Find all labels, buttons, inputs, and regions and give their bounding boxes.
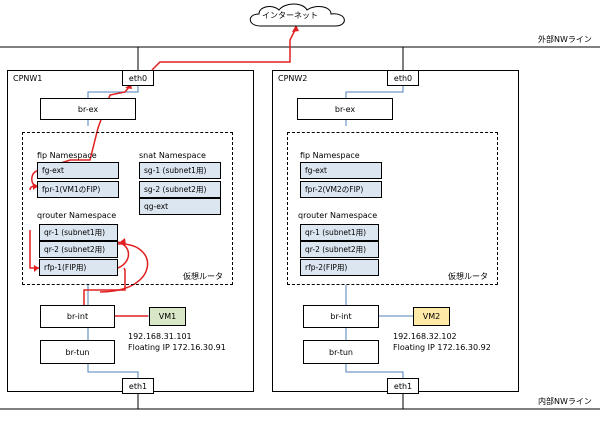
qrouter-iface[interactable]: qr-2 (subnet2用): [300, 241, 379, 258]
qrouter-iface[interactable]: qr-1 (subnet1用): [300, 224, 379, 241]
br-ex-bridge[interactable]: br-ex: [40, 98, 136, 120]
vm1-floating-ip: Floating IP 172.16.30.91: [128, 343, 226, 352]
virtual-router-label: 仮想ルータ: [183, 272, 223, 281]
fip-iface[interactable]: fg-ext: [300, 162, 382, 179]
br-int-bridge[interactable]: br-int: [303, 305, 379, 328]
br-tun-bridge[interactable]: br-tun: [303, 340, 379, 364]
eth0-port[interactable]: eth0: [387, 70, 419, 86]
br-tun-bridge[interactable]: br-tun: [40, 340, 115, 364]
qrouter-iface[interactable]: qr-2 (subnet2用): [39, 241, 118, 258]
vm1-box[interactable]: VM1: [149, 307, 186, 326]
eth1-port[interactable]: eth1: [122, 378, 154, 394]
snat-namespace-title: snat Namespace: [139, 151, 206, 160]
internet-label: インターネット: [262, 11, 318, 20]
internet-cloud-icon: [249, 3, 345, 27]
snat-iface[interactable]: qg-ext: [139, 198, 221, 215]
host-name: CPNW2: [278, 74, 308, 83]
snat-iface[interactable]: sg-1 (subnet1用): [139, 162, 221, 179]
vm2-ip: 192.168.32.102: [393, 332, 457, 341]
fip-namespace-title: fip Namespace: [37, 151, 97, 160]
fip-iface[interactable]: fpr-2(VM2のFIP): [300, 181, 382, 198]
qrouter-iface[interactable]: qr-1 (subnet1用): [39, 224, 118, 241]
fip-iface[interactable]: fg-ext: [37, 162, 119, 179]
vm2-floating-ip: Floating IP 172.16.30.92: [393, 343, 491, 352]
eth0-port[interactable]: eth0: [122, 70, 154, 86]
fip-iface[interactable]: fpr-1(VM1のFIP): [37, 181, 119, 198]
internal-network-label: 内部NWライン: [538, 397, 592, 406]
external-network-label: 外部NWライン: [538, 35, 592, 44]
qrouter-iface[interactable]: rfp-1(FIP用): [39, 259, 118, 276]
snat-iface[interactable]: sg-2 (subnet2用): [139, 181, 221, 198]
qrouter-iface[interactable]: rfp-2(FIP用): [300, 259, 379, 276]
br-ex-bridge[interactable]: br-ex: [297, 98, 393, 120]
fip-namespace-title: fip Namespace: [300, 151, 360, 160]
qrouter-namespace-title: qrouter Namespace: [37, 211, 117, 220]
eth1-port[interactable]: eth1: [387, 378, 419, 394]
br-int-bridge[interactable]: br-int: [40, 305, 115, 328]
vm2-box[interactable]: VM2: [413, 307, 450, 326]
qrouter-namespace-title: qrouter Namespace: [298, 211, 378, 220]
virtual-router-area: [287, 132, 498, 285]
vm1-ip: 192.168.31.101: [128, 332, 192, 341]
host-name: CPNW1: [13, 74, 43, 83]
virtual-router-area: [22, 132, 233, 285]
virtual-router-label: 仮想ルータ: [448, 272, 488, 281]
